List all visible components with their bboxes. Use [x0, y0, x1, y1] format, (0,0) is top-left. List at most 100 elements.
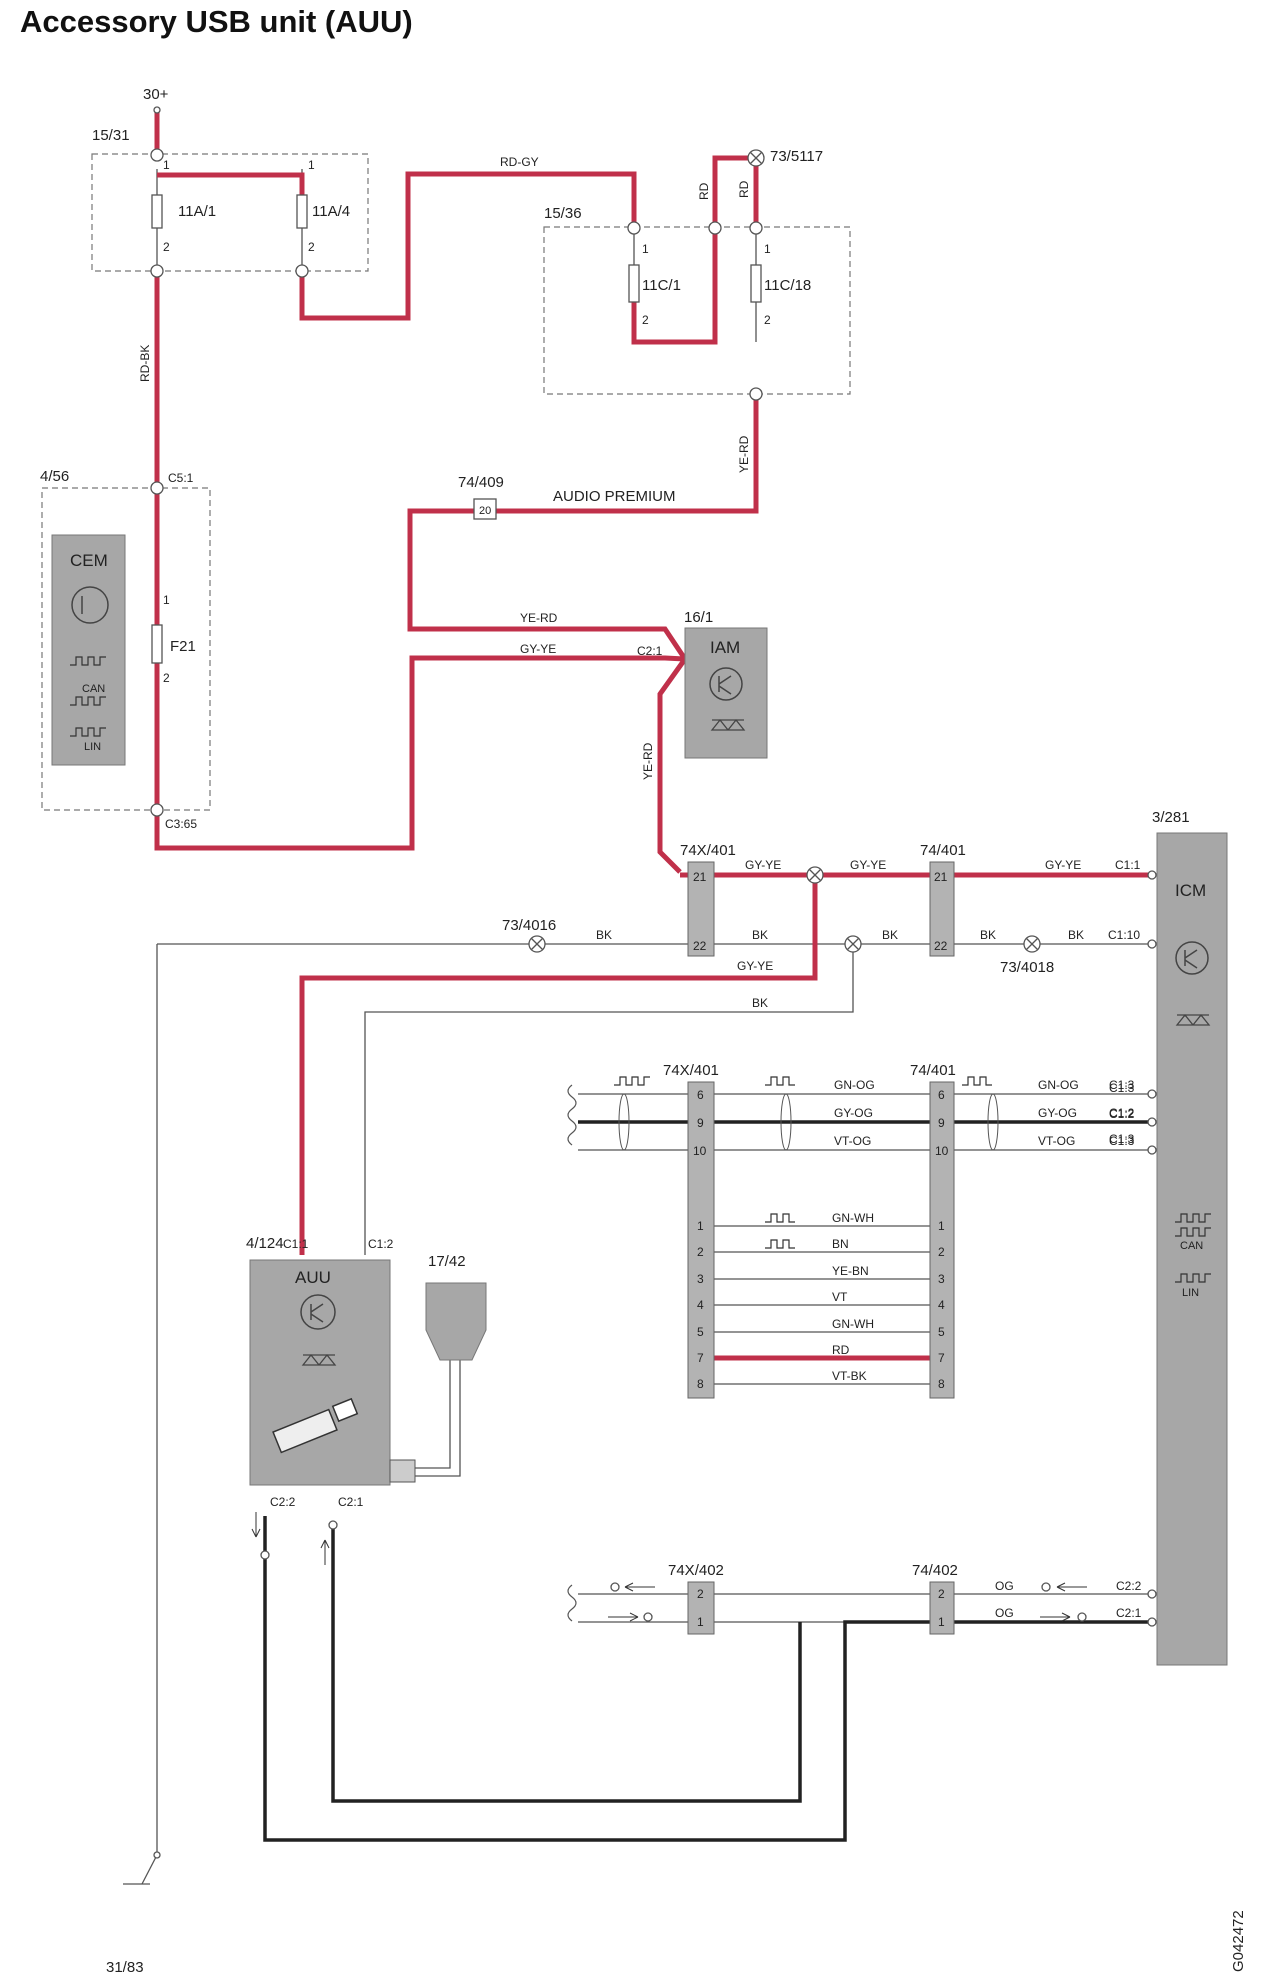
svg-text:GY-YE: GY-YE	[850, 858, 886, 872]
svg-text:C2:1: C2:1	[1116, 1606, 1142, 1620]
red-power-wires	[154, 110, 1152, 1361]
conn-74x401-label: 74X/401	[680, 842, 736, 859]
svg-text:C2:2: C2:2	[1116, 1579, 1142, 1593]
cem-box-outline	[41, 487, 211, 811]
svg-text:1: 1	[163, 158, 170, 172]
svg-text:RD-GY: RD-GY	[500, 155, 539, 169]
harness-wire-color: VT-OG	[834, 1134, 871, 1148]
harness-decorations	[251, 1076, 1087, 1622]
splice-4016-label: 73/4016	[502, 917, 556, 934]
svg-text:C1:3: C1:3	[1109, 1081, 1135, 1095]
connector-strips	[473, 498, 955, 1635]
bottom-right-pin: 2	[938, 1587, 945, 1601]
svg-text:2: 2	[163, 671, 170, 685]
harness-wire-color: GN-OG	[834, 1078, 875, 1092]
icm-id-label: 3/281	[1152, 809, 1190, 826]
fuse-labels: 11A/1 11A/4 11C/1 11C/18 F21	[170, 203, 811, 655]
svg-text:1: 1	[764, 242, 771, 256]
internal-wire-color: BN	[832, 1237, 849, 1251]
internal-right-pin: 2	[938, 1245, 945, 1259]
svg-text:2: 2	[764, 313, 771, 327]
svg-text:C1:2: C1:2	[1109, 1107, 1135, 1121]
internal-wire-color: RD	[832, 1343, 850, 1357]
svg-text:YE-RD: YE-RD	[737, 435, 751, 473]
fusebox-15-31-outline	[91, 153, 369, 272]
iam-label: IAM	[710, 638, 740, 657]
harness-rows: 6 6 GN-OG GN-OG C1:3 9 9 GY-OG GY-OG C1:2 10 10 VT-O…	[693, 1078, 1135, 1158]
svg-text:YE-RD: YE-RD	[520, 611, 558, 625]
svg-text:RD-BK: RD-BK	[138, 345, 152, 382]
cem-label: CEM	[70, 551, 108, 570]
icm-can-label: CAN	[1180, 1240, 1203, 1252]
svg-text:21: 21	[693, 870, 707, 884]
fuse-11a1-label: 11A/1	[178, 203, 216, 220]
svg-text:BK: BK	[596, 928, 612, 942]
harness-icm-pin: C1:3	[1109, 1134, 1135, 1148]
svg-text:C1:3: C1:3	[1109, 1132, 1135, 1146]
pin-c5-1: C5:1	[168, 471, 194, 485]
svg-text:2: 2	[308, 240, 315, 254]
fuses	[151, 194, 762, 664]
bottom-left-pin: 1	[697, 1615, 704, 1629]
auu-label: AUU	[295, 1268, 331, 1287]
usb-socket	[425, 1282, 487, 1361]
fusebox-b-label: 15/36	[544, 205, 582, 222]
conn-74x401-b-label: 74X/401	[663, 1062, 719, 1079]
conn-409-pin: 20	[479, 505, 491, 517]
harness-icm-pin: C1:3	[1109, 1078, 1135, 1092]
fuse-f21-label: F21	[170, 638, 196, 655]
diagram-labels: 30+ 15/31 15/36 4/56 16/1 3/281 4/124 17…	[40, 86, 1247, 1976]
harness-icm-pin: C1:2	[1109, 1106, 1135, 1120]
internal-left-pin: 3	[697, 1272, 704, 1286]
svg-text:BK: BK	[752, 996, 768, 1010]
harness-wire-color: GY-OG	[834, 1106, 873, 1120]
svg-text:RD: RD	[737, 180, 751, 198]
audio-premium-label: AUDIO PREMIUM	[553, 488, 676, 505]
cem-can-label: CAN	[82, 683, 105, 695]
fuse-11a4-label: 11A/4	[312, 203, 350, 220]
internal-right-pin: 7	[938, 1351, 945, 1365]
harness-wire-color: GN-OG	[1038, 1078, 1079, 1092]
svg-text:BK: BK	[1068, 928, 1084, 942]
svg-text:YE-RD: YE-RD	[641, 742, 655, 780]
internal-right-pin: 8	[938, 1377, 945, 1391]
fusebox-a-label: 15/31	[92, 127, 130, 144]
splice-4018-label: 73/4018	[1000, 959, 1054, 976]
harness-right-pin: 6	[938, 1088, 945, 1102]
auu-module: AUU	[249, 1259, 416, 1486]
conn-74401-b-label: 74/401	[910, 1062, 956, 1079]
svg-text:1: 1	[642, 242, 649, 256]
harness-right-pin: 9	[938, 1116, 945, 1130]
cem-box-label: 4/56	[40, 468, 69, 485]
harness-left-pin: 10	[693, 1144, 707, 1158]
harness-wire-color: GY-OG	[1038, 1106, 1077, 1120]
auu-pin-c2-2: C2:2	[270, 1495, 296, 1509]
icm-lin-label: LIN	[1182, 1287, 1199, 1299]
conn-74401-label: 74/401	[920, 842, 966, 859]
fusebox-15-36-outline	[543, 226, 851, 395]
harness-left-pin: 6	[697, 1088, 704, 1102]
usb-socket-id-label: 17/42	[428, 1253, 466, 1270]
harness-right-pin: 10	[935, 1144, 949, 1158]
icm-label: ICM	[1175, 881, 1206, 900]
internal-left-pin: 8	[697, 1377, 704, 1391]
supply-label: 30+	[143, 86, 169, 103]
icm-module: ICM CAN LIN	[1156, 832, 1228, 1666]
svg-text:2: 2	[642, 313, 649, 327]
internal-left-pin: 7	[697, 1351, 704, 1365]
svg-text:BK: BK	[752, 928, 768, 942]
splice-symbols	[528, 149, 1041, 953]
harness-left-pin: 9	[697, 1116, 704, 1130]
internal-wire-color: GN-WH	[832, 1317, 874, 1331]
auu-pin-c1-2: C1:2	[368, 1237, 394, 1251]
cem-module: CEM CAN LIN	[51, 534, 126, 766]
internal-left-pin: 4	[697, 1298, 704, 1312]
iam-module: IAM	[684, 627, 768, 759]
svg-text:GY-YE: GY-YE	[520, 642, 556, 656]
fuse-11c18-label: 11C/18	[764, 277, 811, 294]
auu-id-label: 4/124	[246, 1235, 284, 1252]
conn-409-label: 74/409	[458, 474, 504, 491]
internal-left-pin: 1	[697, 1219, 704, 1233]
